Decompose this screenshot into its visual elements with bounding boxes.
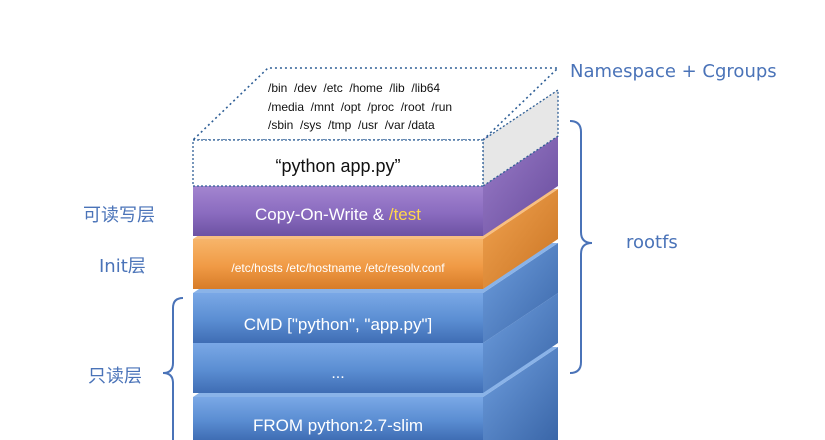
- top-paths-line-3: /sbin /sys /tmp /usr /var /data: [268, 118, 435, 132]
- namespace-cgroups-label: Namespace + Cgroups: [570, 61, 777, 82]
- top-layer-front: [192, 139, 484, 187]
- layer-init-label: /etc/hosts /etc/hostname /etc/resolv.con…: [231, 261, 445, 275]
- rootfs-brace: [569, 120, 593, 374]
- top-paths-line-2: /media /mnt /opt /proc /root /run: [268, 100, 452, 114]
- svg-text:Copy-On-Write & /test: Copy-On-Write & /test: [255, 205, 421, 224]
- readwrite-layer-label: 可读写层: [83, 205, 155, 226]
- readonly-layer-label: 只读层: [88, 366, 142, 387]
- top-layer: /bin /dev /etc /home /lib /lib64 /media …: [191, 67, 560, 188]
- readonly-brace: [162, 297, 184, 440]
- layer-cow-highlight: /test: [389, 205, 421, 224]
- layer-cmd-label: CMD ["python", "app.py"]: [244, 315, 433, 334]
- rootfs-label: rootfs: [626, 232, 678, 253]
- layer-from-label: FROM python:2.7-slim: [253, 416, 423, 435]
- layer-ellipsis-label: ...: [331, 365, 344, 382]
- layer-cow-label: Copy-On-Write &: [255, 205, 389, 224]
- top-command-label: “python app.py”: [275, 156, 400, 176]
- top-layer-surface: [191, 67, 560, 141]
- init-layer-label: Init层: [99, 256, 146, 277]
- top-paths-line-1: /bin /dev /etc /home /lib /lib64: [268, 81, 440, 95]
